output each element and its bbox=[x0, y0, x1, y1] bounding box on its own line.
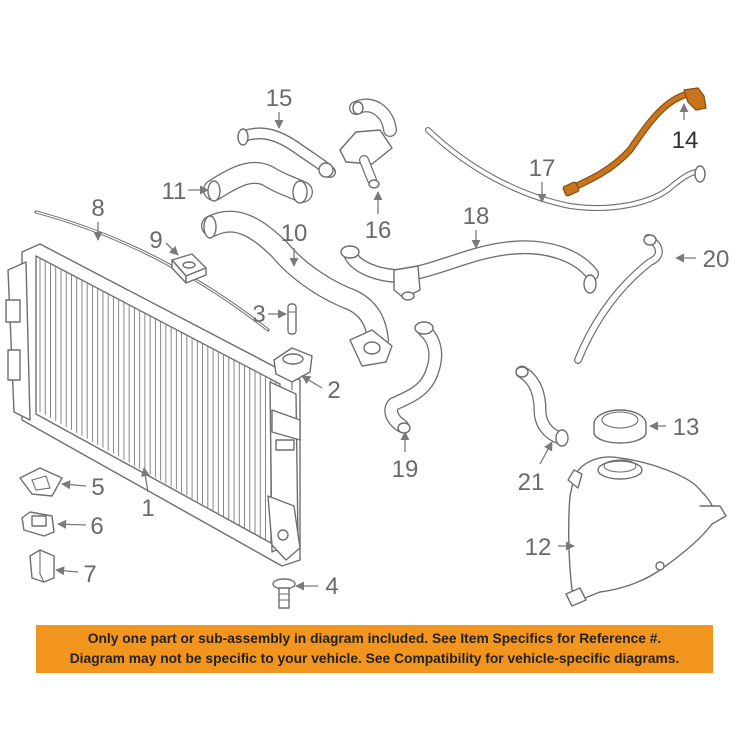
leader-6 bbox=[57, 519, 87, 529]
callout-labels: 1 2 3 4 5 6 7 8 9 10 11 12 13 14 15 16 1… bbox=[83, 85, 729, 600]
part-14-highlighted-hose bbox=[562, 87, 707, 197]
callout-5: 5 bbox=[91, 474, 104, 501]
callout-20: 20 bbox=[703, 246, 730, 273]
leader-7 bbox=[55, 566, 79, 576]
part-1-radiator bbox=[5, 243, 301, 567]
disclaimer-line-2: Diagram may not be specific to your vehi… bbox=[69, 651, 680, 666]
part-17-hose bbox=[425, 127, 706, 211]
callout-18: 18 bbox=[463, 203, 490, 230]
leader-9 bbox=[165, 242, 179, 256]
disclaimer-line-1: Only one part or sub-assembly in diagram… bbox=[87, 631, 662, 646]
callout-13: 13 bbox=[673, 414, 700, 441]
callout-7: 7 bbox=[83, 561, 96, 588]
part-3-pin bbox=[287, 303, 297, 335]
callout-15: 15 bbox=[266, 85, 293, 112]
leader-21 bbox=[539, 441, 553, 465]
callout-8: 8 bbox=[91, 195, 104, 222]
part-19-hose bbox=[384, 321, 443, 434]
callout-9: 9 bbox=[149, 227, 162, 254]
callout-10: 10 bbox=[281, 220, 308, 247]
callout-16: 16 bbox=[365, 217, 392, 244]
part-13-cap bbox=[593, 409, 647, 444]
callout-12: 12 bbox=[525, 534, 552, 561]
part-20-hose bbox=[574, 234, 663, 364]
part-11-hose bbox=[203, 161, 313, 204]
part-16-pipe bbox=[339, 98, 397, 189]
callout-14: 14 bbox=[672, 127, 699, 154]
callout-3: 3 bbox=[252, 301, 265, 328]
leader-5 bbox=[61, 480, 87, 490]
part-6-bracket bbox=[21, 511, 55, 537]
part-15-hose bbox=[237, 127, 336, 178]
callout-1: 1 bbox=[141, 495, 154, 522]
part-18-hose bbox=[340, 240, 599, 301]
part-7-bracket bbox=[29, 549, 55, 583]
part-12-expansion-tank bbox=[565, 456, 727, 607]
callout-21: 21 bbox=[518, 469, 545, 496]
callout-17: 17 bbox=[529, 155, 556, 182]
leader-lines bbox=[55, 103, 696, 591]
part-2-mount bbox=[273, 347, 313, 391]
part-4-bolt bbox=[272, 578, 296, 609]
part-5-bracket bbox=[19, 467, 63, 497]
leader-2 bbox=[301, 375, 323, 389]
disclaimer-banner: Only one part or sub-assembly in diagram… bbox=[36, 625, 713, 673]
callout-2: 2 bbox=[327, 377, 340, 404]
part-21-hose bbox=[515, 365, 569, 447]
leader-1 bbox=[140, 467, 150, 493]
part-9-clip bbox=[171, 253, 207, 284]
callout-11: 11 bbox=[162, 178, 187, 205]
callout-6: 6 bbox=[90, 513, 103, 540]
callout-19: 19 bbox=[392, 456, 419, 483]
part-10-hose bbox=[201, 210, 393, 367]
callout-4: 4 bbox=[325, 573, 338, 600]
part-8-seal-strip bbox=[34, 210, 270, 332]
